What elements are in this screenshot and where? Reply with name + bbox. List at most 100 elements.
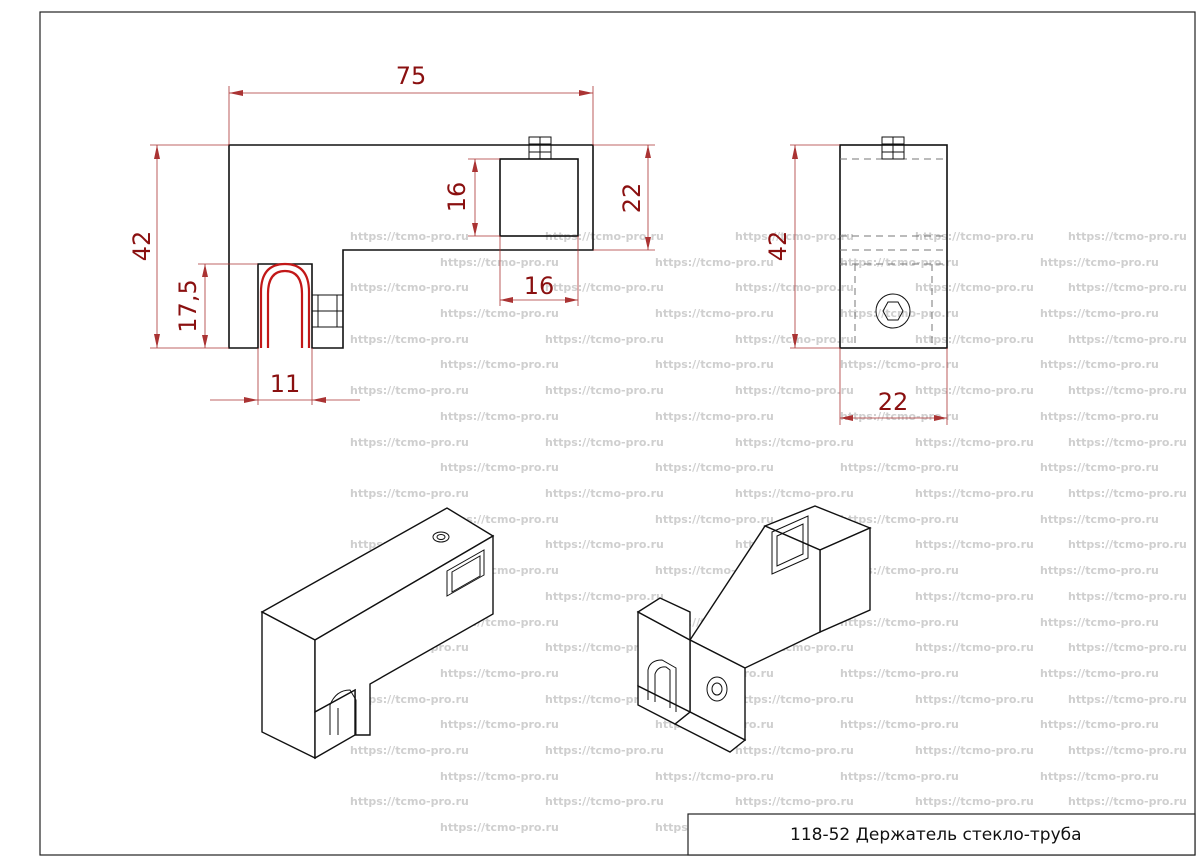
watermark-text: https://tcmo-pro.ru: [350, 281, 469, 294]
watermark-text: https://tcmo-pro.ru: [735, 795, 854, 808]
watermark-text: https://tcmo-pro.ru: [440, 307, 559, 320]
isometric-view-left: [260, 507, 495, 760]
watermark-text: https://tcmo-pro.ru: [545, 744, 664, 757]
watermark-text: https://tcmo-pro.ru: [1040, 256, 1159, 269]
watermark-text: https://tcmo-pro.ru: [1068, 641, 1187, 654]
watermark-text: https://tcmo-pro.ru: [840, 718, 959, 731]
set-screw-side: [311, 294, 344, 328]
watermark-text: https://tcmo-pro.ru: [840, 461, 959, 474]
watermark-text: https://tcmo-pro.ru: [1068, 487, 1187, 500]
dim-slot-width: 11: [270, 370, 301, 398]
watermark-text: https://tcmo-pro.ru: [1068, 744, 1187, 757]
watermark-text: https://tcmo-pro.ru: [915, 641, 1034, 654]
watermark-text: https://tcmo-pro.ru: [735, 281, 854, 294]
dim-tube-width: 16: [524, 272, 555, 300]
watermark-text: https://tcmo-pro.ru: [840, 410, 959, 423]
watermark-text: https://tcmo-pro.ru: [1040, 307, 1159, 320]
watermark-text: https://tcmo-pro.ru: [545, 333, 664, 346]
watermark-text: https://tcmo-pro.ru: [1040, 718, 1159, 731]
watermark-text: https://tcmo-pro.ru: [545, 230, 664, 243]
watermark-text: https://tcmo-pro.ru: [1068, 693, 1187, 706]
watermark-text: https://tcmo-pro.ru: [1040, 616, 1159, 629]
watermark-text: https://tcmo-pro.ru: [735, 693, 854, 706]
watermark-text: https://tcmo-pro.ru: [1040, 410, 1159, 423]
watermark-text: https://tcmo-pro.ru: [440, 461, 559, 474]
hex-socket-icon: [875, 293, 911, 329]
watermark-text: https://tcmo-pro.ru: [735, 487, 854, 500]
watermark-text: https://tcmo-pro.ru: [915, 487, 1034, 500]
watermark-text: https://tcmo-pro.ru: [915, 590, 1034, 603]
watermark-text: https://tcmo-pro.ru: [545, 590, 664, 603]
watermark-text: https://tcmo-pro.ru: [545, 436, 664, 449]
watermark-text: https://tcmo-pro.ru: [350, 795, 469, 808]
watermark-text: https://tcmo-pro.ru: [840, 358, 959, 371]
set-screw-top: [528, 136, 552, 160]
dim-right-height: 22: [618, 183, 646, 214]
watermark-text: https://tcmo-pro.ru: [655, 307, 774, 320]
glass-slot-gasket: [259, 262, 311, 348]
watermark-text: https://tcmo-pro.ru: [840, 513, 959, 526]
drawing-title: 118-52 Держатель стекло-труба: [790, 825, 1082, 845]
dim-overall-width: 75: [396, 62, 427, 90]
watermark-text: https://tcmo-pro.ru: [735, 384, 854, 397]
watermark-text: https://tcmo-pro.ru: [545, 487, 664, 500]
watermark-text: https://tcmo-pro.ru: [1068, 230, 1187, 243]
watermark-text: https://tcmo-pro.ru: [1040, 667, 1159, 680]
watermark-text: https://tcmo-pro.ru: [655, 770, 774, 783]
watermark-text: https://tcmo-pro.ru: [655, 358, 774, 371]
watermark-text: https://tcmo-pro.ru: [915, 281, 1034, 294]
side-view: 42 22: [764, 136, 948, 425]
dim-side-height: 42: [764, 231, 792, 262]
watermark-text: https://tcmo-pro.ru: [440, 667, 559, 680]
watermark-text: https://tcmo-pro.ru: [915, 795, 1034, 808]
watermark-text: https://tcmo-pro.ru: [840, 307, 959, 320]
watermark-text: https://tcmo-pro.ru: [915, 693, 1034, 706]
watermark-text: https://tcmo-pro.ru: [545, 281, 664, 294]
watermark-text: https://tcmo-pro.ru: [440, 358, 559, 371]
watermark-text: https://tcmo-pro.ru: [1040, 513, 1159, 526]
watermark-text: https://tcmo-pro.ru: [915, 333, 1034, 346]
tube-opening: [499, 158, 579, 237]
watermark-text: https://tcmo-pro.ru: [1068, 795, 1187, 808]
watermark-text: https://tcmo-pro.ru: [735, 230, 854, 243]
title-block-frame: [687, 813, 1196, 856]
watermark-text: https://tcmo-pro.ru: [655, 256, 774, 269]
watermark-text: https://tcmo-pro.ru: [1068, 590, 1187, 603]
watermark-text: https://tcmo-pro.ru: [840, 667, 959, 680]
sheet-border: [39, 11, 1196, 856]
watermark-text: https://tcmo-pro.ru: [350, 487, 469, 500]
watermark-text: https://tcmo-pro.ru: [545, 795, 664, 808]
watermark-text: https://tcmo-pro.ru: [915, 436, 1034, 449]
watermark-text: https://tcmo-pro.ru: [545, 538, 664, 551]
watermark-text: https://tcmo-pro.ru: [545, 641, 664, 654]
side-set-screw-top: [881, 136, 905, 160]
watermark-text: https://tcmo-pro.ru: [440, 821, 559, 834]
watermark-text: https://tcmo-pro.ru: [440, 718, 559, 731]
watermark-text: https://tcmo-pro.ru: [915, 538, 1034, 551]
dim-overall-height: 42: [128, 231, 156, 262]
watermark-text: https://tcmo-pro.ru: [440, 770, 559, 783]
watermark-text: https://tcmo-pro.ru: [350, 436, 469, 449]
dim-side-width: 22: [878, 388, 909, 416]
watermark-text: https://tcmo-pro.ru: [840, 616, 959, 629]
watermark-text: https://tcmo-pro.ru: [1068, 538, 1187, 551]
watermark-text: https://tcmo-pro.ru: [655, 513, 774, 526]
watermark-text: https://tcmo-pro.ru: [545, 384, 664, 397]
watermark-text: https://tcmo-pro.ru: [655, 461, 774, 474]
watermark-text: https://tcmo-pro.ru: [350, 693, 469, 706]
dim-slot-height: 17,5: [174, 279, 202, 332]
watermark-text: https://tcmo-pro.ru: [350, 744, 469, 757]
title-block: 118-52 Держатель стекло-труба: [687, 813, 1196, 856]
watermark-text: https://tcmo-pro.ru: [840, 256, 959, 269]
watermark-text: https://tcmo-pro.ru: [350, 384, 469, 397]
watermark-text: https://tcmo-pro.ru: [1068, 281, 1187, 294]
glass-slot-inner: [266, 269, 304, 348]
watermark-text: https://tcmo-pro.ru: [545, 693, 664, 706]
dim-tube-height: 16: [443, 182, 471, 213]
watermark-text: https://tcmo-pro.ru: [655, 410, 774, 423]
watermark-text: https://tcmo-pro.ru: [1040, 770, 1159, 783]
front-view: 75 42 17,5 11 16 16: [128, 62, 655, 405]
watermark-text: https://tcmo-pro.ru: [915, 230, 1034, 243]
watermark-text: https://tcmo-pro.ru: [350, 230, 469, 243]
